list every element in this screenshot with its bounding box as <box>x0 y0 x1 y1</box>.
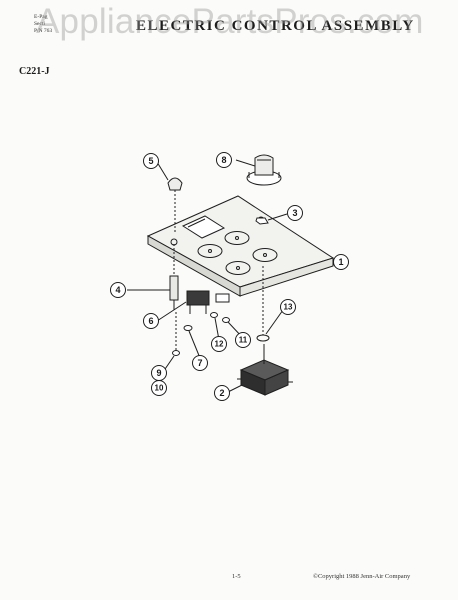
callout-12-label: 12 <box>215 340 224 349</box>
callout-4 <box>110 282 126 298</box>
callout-13-label: 13 <box>284 303 293 312</box>
callout-3 <box>287 205 303 221</box>
callout-12 <box>211 336 227 352</box>
screw <box>210 312 218 318</box>
page-title: ELECTRIC CONTROL ASSEMBLY <box>136 18 415 34</box>
callout-11-label: 11 <box>239 336 248 345</box>
callout-7-label: 7 <box>197 358 202 368</box>
watermark: AppliancePartsPros.com <box>36 2 424 41</box>
nut <box>255 217 269 225</box>
callout-13 <box>280 299 296 315</box>
reference-line-1: E-Pag <box>34 14 48 20</box>
callout-2 <box>214 385 230 401</box>
callout-8-label: 8 <box>221 155 226 165</box>
callout-10 <box>151 380 167 396</box>
screw <box>172 350 180 356</box>
control-panel <box>146 195 335 297</box>
control-knob <box>246 154 282 186</box>
reference-line-3: P/N 763 <box>34 28 53 34</box>
switch-cap <box>167 177 183 234</box>
reference-line-2: Secti <box>34 21 45 27</box>
callout-1-label: 1 <box>338 257 343 267</box>
callout-2-label: 2 <box>219 388 224 398</box>
callout-11 <box>235 332 251 348</box>
callout-5 <box>143 153 159 169</box>
switch-terminal <box>169 244 179 310</box>
copyright-notice: ©Copyright 1988 Jenn-Air Company <box>313 573 411 580</box>
section-code: C221-J <box>19 66 50 77</box>
infinite-switch <box>237 344 293 396</box>
callout-5-label: 5 <box>148 156 153 166</box>
screw <box>222 317 230 323</box>
callout-9-label: 9 <box>156 368 161 378</box>
document-reference: E-Pag Secti P/N 763 <box>34 14 70 35</box>
callout-1 <box>333 254 349 270</box>
callout-6-label: 6 <box>148 316 153 326</box>
switch-bracket <box>186 290 230 314</box>
callout-4-label: 4 <box>115 285 120 295</box>
washer <box>256 334 270 342</box>
callout-6 <box>143 313 159 329</box>
callout-10-label: 10 <box>155 384 164 393</box>
callout-3-label: 3 <box>292 208 297 218</box>
callout-7 <box>192 355 208 371</box>
screw <box>183 325 193 331</box>
callout-8 <box>216 152 232 168</box>
page-number: 1-5 <box>232 573 241 580</box>
